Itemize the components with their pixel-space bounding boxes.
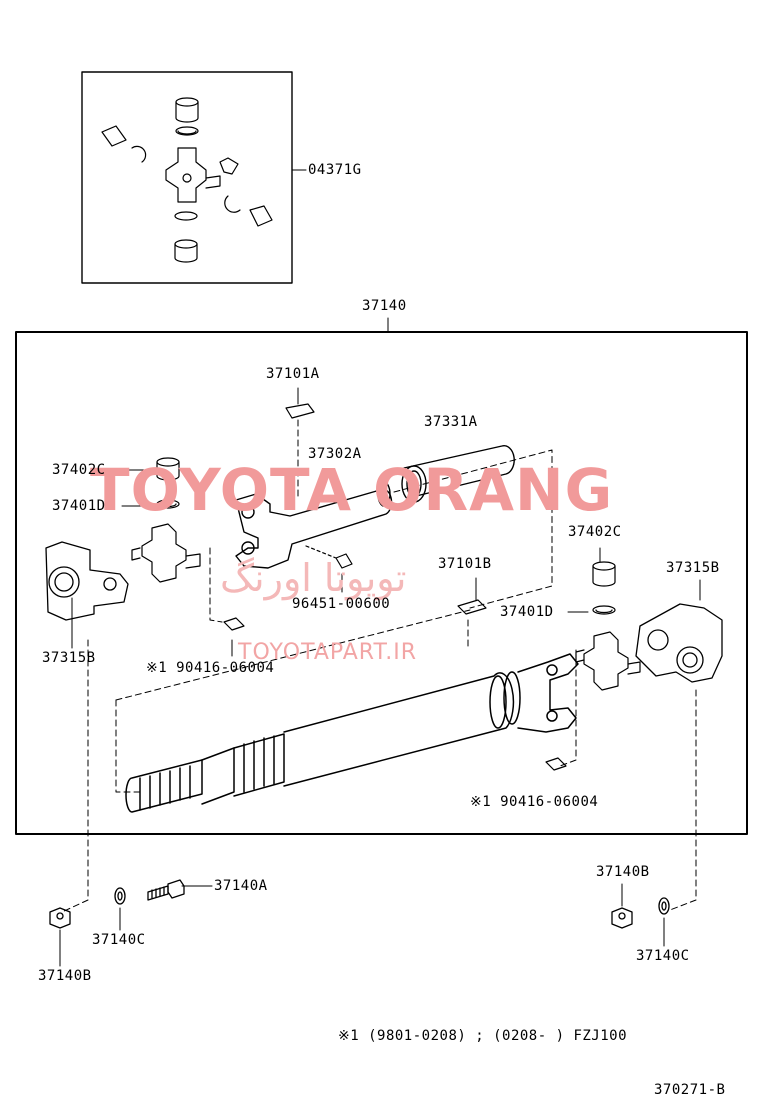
brand-watermark: TOYOTA ORANG: [90, 456, 614, 524]
dust-cover: [401, 445, 515, 503]
label-snap-ring-right: 37401D: [500, 604, 554, 620]
leader-lines: [71, 169, 701, 887]
label-flange-right: 37315B: [666, 560, 720, 576]
label-bearing-left: 37402C: [52, 462, 106, 478]
label-grease-fitting: 96451-00600: [292, 596, 391, 612]
grease-fitting: [305, 545, 353, 569]
seal-pieces: [285, 403, 487, 615]
dashed-guides: [61, 419, 697, 913]
label-yoke-seal-top: 37101A: [266, 366, 320, 382]
label-washer-left: 37140C: [92, 932, 146, 948]
label-bearing-right: 37402C: [568, 524, 622, 540]
footnote: ※1 (9801-0208) ; (0208- ) FZJ100: [338, 1028, 628, 1044]
ujoint-kit-parts: [101, 97, 273, 263]
label-nut-left: 37140B: [38, 968, 92, 984]
sleeve-yoke: [235, 481, 393, 569]
assembly-frame: [15, 331, 748, 835]
diagram-code: 370271-B: [654, 1082, 726, 1098]
left-flange: [45, 541, 129, 621]
right-spider: [575, 631, 641, 691]
label-assembly: 37140: [362, 298, 407, 314]
label-ujoint-kit: 04371G: [308, 162, 362, 178]
label-nipple-right: ※1 90416-06004: [470, 794, 599, 810]
ujoint-kit-frame: [81, 71, 293, 284]
left-spider: [131, 523, 201, 583]
label-flange-left: 37315B: [42, 650, 96, 666]
right-flange: [635, 603, 723, 683]
label-nipple-left: ※1 90416-06004: [146, 660, 275, 676]
label-bolt: 37140A: [214, 878, 268, 894]
bottom-hardware: [49, 879, 670, 929]
label-seal-mid: 37101B: [438, 556, 492, 572]
bottom-leaders: [59, 883, 665, 967]
nipples: [223, 617, 567, 771]
url-watermark: TOYOTAPART.IR: [238, 640, 418, 665]
persian-watermark: تویوتا اورنگ: [220, 556, 407, 600]
right-bearing-parts: [592, 561, 616, 615]
label-dust-cover: 37331A: [424, 414, 478, 430]
label-washer-right: 37140C: [636, 948, 690, 964]
propeller-shaft: [125, 653, 579, 813]
left-bearing-parts: [156, 457, 180, 509]
label-sleeve-yoke: 37302A: [308, 446, 362, 462]
label-snap-ring-left: 37401D: [52, 498, 106, 514]
label-nut-right: 37140B: [596, 864, 650, 880]
